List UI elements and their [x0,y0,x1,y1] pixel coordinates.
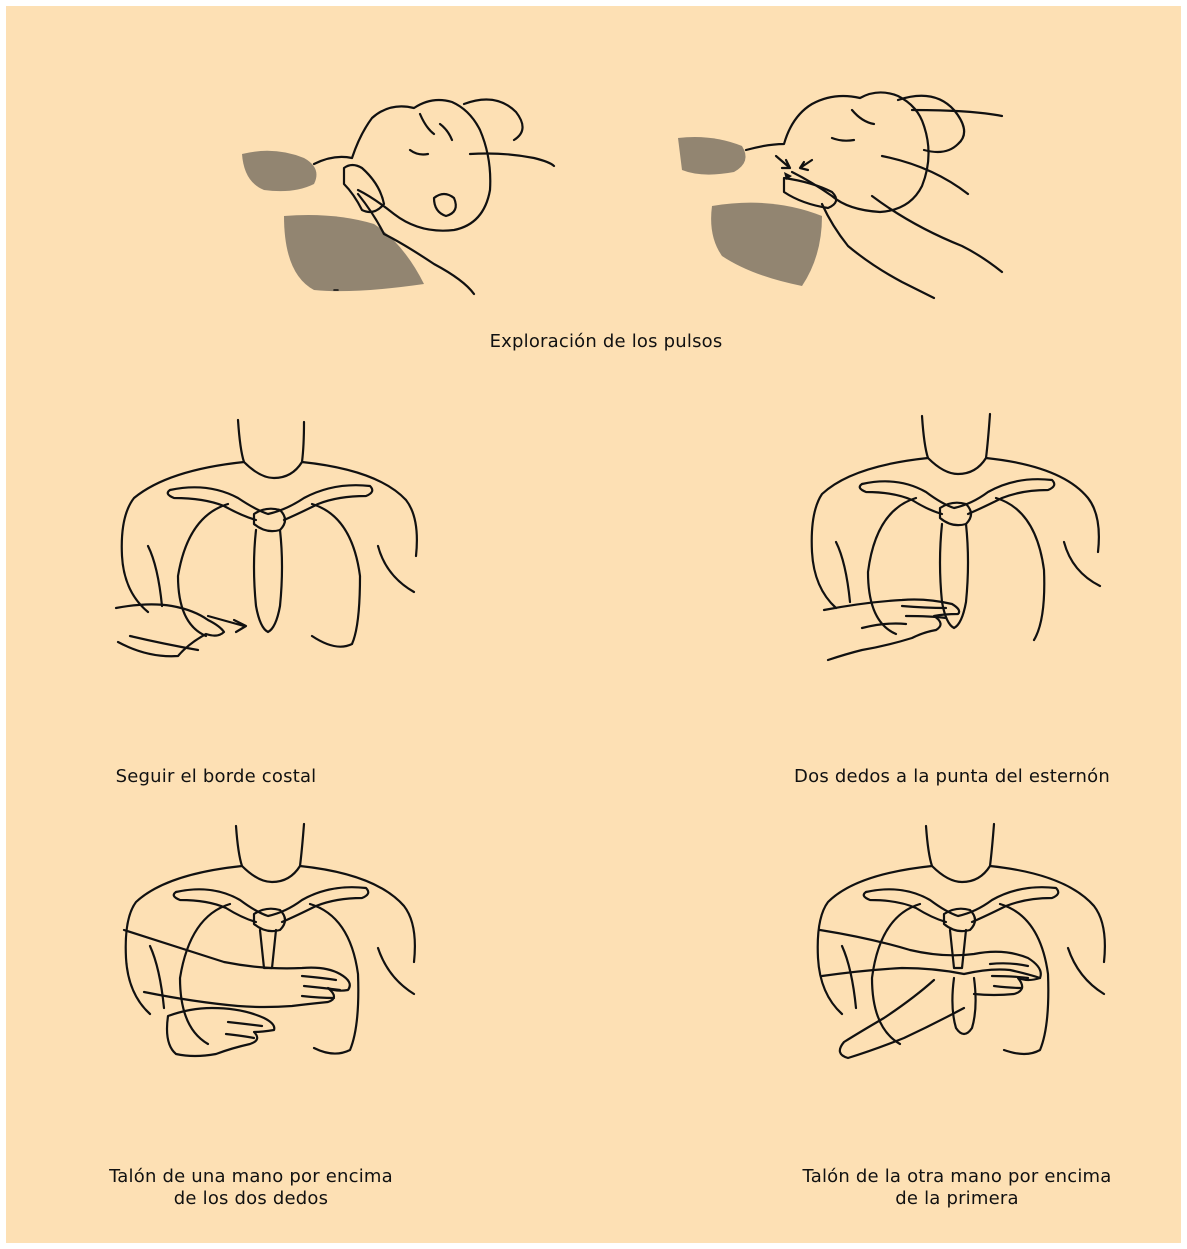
torso-two-fingers [806,402,1126,682]
caption-pulse: Exploración de los pulsos [446,331,766,353]
pulse-check-head-right [672,86,1012,301]
caption-heel-other-hand: Talón de la otra mano por encima de la p… [772,1166,1142,1210]
torso-heel-other-hand [814,818,1134,1098]
caption-heel-one-line2: de los dos dedos [86,1188,416,1210]
torso-follow-costal [108,406,428,686]
caption-heel-one-hand: Talón de una mano por encima de los dos … [86,1166,416,1210]
caption-follow-costal: Seguir el borde costal [76,766,356,788]
dotted-shirt-shading [678,137,822,286]
caption-two-fingers: Dos dedos a la punta del esternón [762,766,1142,788]
dotted-shirt-shading [242,151,424,291]
caption-heel-other-line2: de la primera [772,1188,1142,1210]
pulse-check-head-left [234,94,564,299]
caption-heel-one-line1: Talón de una mano por encima [86,1166,416,1188]
illustration-panel: Exploración de los pulsos Seguir el bord… [6,6,1181,1243]
torso-heel-one-hand [114,818,444,1098]
caption-heel-other-line1: Talón de la otra mano por encima [772,1166,1142,1188]
